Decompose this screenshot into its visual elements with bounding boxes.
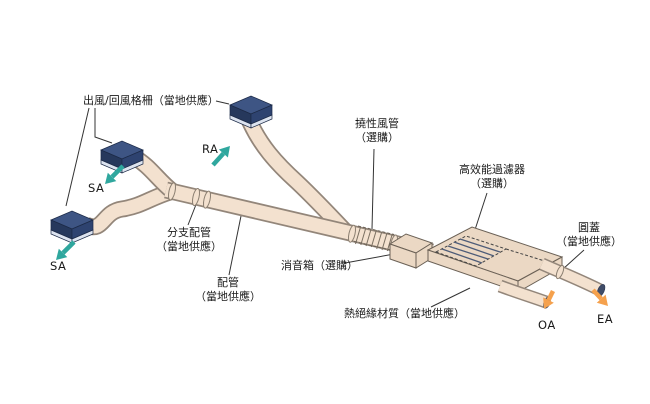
label-round-cover-line1: 圓蓋 — [578, 221, 600, 234]
label-grille: 出風/回風格柵（當地供應） — [83, 94, 219, 107]
hepa-filter — [434, 235, 549, 267]
duct-branch-ra — [241, 116, 353, 238]
label-round-cover: 圓蓋 （當地供應） — [551, 221, 627, 250]
ea-duct — [539, 258, 606, 297]
flex-dash-top — [357, 225, 395, 235]
label-ea: EA — [597, 312, 614, 326]
label-sa-lower: SA — [50, 259, 67, 273]
leader-flex-duct — [371, 148, 375, 230]
sa-middle-airflow-arrow-icon — [105, 164, 125, 184]
leader-round-cover — [562, 249, 585, 270]
label-duct: 配管 （當地供應） — [190, 276, 266, 305]
cassette-unit-sa-lower — [50, 210, 94, 244]
leader-insulation — [430, 287, 471, 308]
flex-dash-bottom — [353, 241, 391, 251]
ra-airflow-arrow-icon — [211, 146, 230, 167]
label-silencer: 消音箱（選購） — [281, 259, 358, 272]
label-oa: OA — [538, 318, 556, 332]
air-handler-unit — [426, 226, 564, 293]
label-filter-line2: （選購） — [470, 177, 514, 191]
leader-grille-middle — [94, 108, 113, 144]
label-flex-duct: 撓性風管 （選購） — [337, 117, 417, 146]
label-flex-duct-line2: （選購） — [355, 131, 399, 145]
leader-branch-duct — [187, 201, 198, 226]
leader-grille-lower — [65, 107, 90, 207]
label-insulation: 熱絕緣材質（當地供應） — [344, 307, 465, 320]
round-cover-cap — [555, 264, 565, 280]
leader-duct — [228, 215, 242, 276]
cassette-unit-ra — [229, 95, 273, 129]
oa-airflow-arrow-icon — [543, 290, 556, 309]
leader-silencer — [344, 253, 395, 264]
label-duct-line2: （當地供應） — [195, 290, 261, 304]
label-branch-duct-line2: （當地供應） — [156, 240, 222, 254]
flexible-duct-section — [353, 225, 395, 252]
label-filter: 高效能過濾器 （選購） — [446, 163, 538, 192]
label-branch-duct-line1: 分支配管 — [167, 226, 211, 239]
duct-branch-lower — [82, 183, 173, 236]
label-flex-duct-line1: 撓性風管 — [355, 117, 399, 130]
label-round-cover-line2: （當地供應） — [556, 235, 622, 249]
leader-lines — [65, 100, 585, 308]
sa-lower-airflow-arrow-icon — [56, 240, 76, 260]
label-ra: RA — [202, 142, 219, 156]
label-duct-line1: 配管 — [217, 276, 239, 289]
leader-grille-ra — [215, 100, 230, 105]
cassette-unit-sa-middle — [100, 140, 144, 174]
ea-airflow-arrow-icon — [591, 288, 608, 306]
duct-couplings — [167, 182, 399, 253]
label-sa-middle: SA — [88, 181, 105, 195]
label-branch-duct: 分支配管 （當地供應） — [151, 226, 227, 255]
label-filter-line1: 高效能過濾器 — [459, 163, 525, 176]
